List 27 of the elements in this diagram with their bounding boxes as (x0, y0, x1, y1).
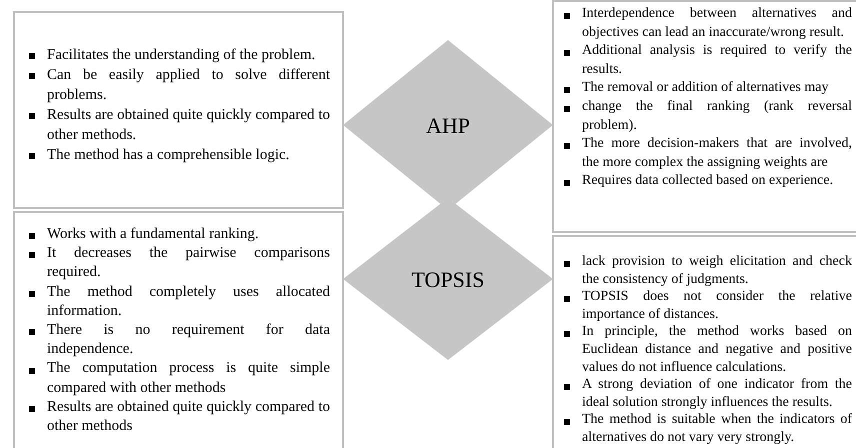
bullet-item: Additional analysis is required to verify the results. (582, 42, 852, 79)
bullet-item: Works with a fundamental ranking. (47, 225, 260, 244)
bullet-item: change the final ranking (rank reversal problem). (582, 98, 852, 135)
bullet-item: In principle, the method works based on Euclidean distance and negative and positive values do not influence calculations. (582, 323, 852, 376)
bullet-item: Requires data collected based on experience. (582, 172, 834, 190)
bullet-item: The more decision-makers that are involved, the more complex the assigning weights are (582, 135, 852, 172)
bullet-item: The method has a comprehensible logic. (47, 146, 290, 165)
bullet-item: Results are obtained quite quickly compared to other methods (47, 398, 330, 436)
bullet-item: Interdependence between alternatives and objectives can lead an inaccurate/wrong result. (582, 5, 852, 42)
bullet-item: The computation process is quite simple compared with other methods (47, 359, 330, 398)
bullet-item: The method completely uses allocated information. (47, 282, 330, 321)
bullet-item: lack provision to weigh elicitation and check the consistency of judgments. (582, 253, 852, 288)
bullet-item: TOPSIS does not consider the relative importance of distances. (582, 288, 852, 324)
text-panel (552, 235, 856, 448)
text-panel (552, 0, 856, 233)
text-panel (13, 11, 344, 209)
bullet-item: Results are obtained quite quickly compared to other methods. (47, 106, 330, 145)
bullet-item: There is no requirement for data independence. (47, 321, 330, 360)
bullet-item: The removal or addition of alternatives may (582, 79, 830, 98)
method-label: AHP (426, 112, 470, 140)
bullet-item: A strong deviation of one indicator from the ideal solution strongly influences the results. (582, 376, 852, 412)
bullet-item: Can be easily applied to solve different problems. (47, 66, 330, 105)
bullet-item: Facilitates the understanding of the problem. (47, 46, 316, 65)
method-label: TOPSIS (412, 266, 484, 294)
text-panel (13, 211, 344, 448)
bullet-item: It decreases the pairwise comparisons required. (47, 244, 330, 282)
bullet-item: The method is suitable when the indicators of alternatives do not vary very strongly. (582, 411, 852, 447)
